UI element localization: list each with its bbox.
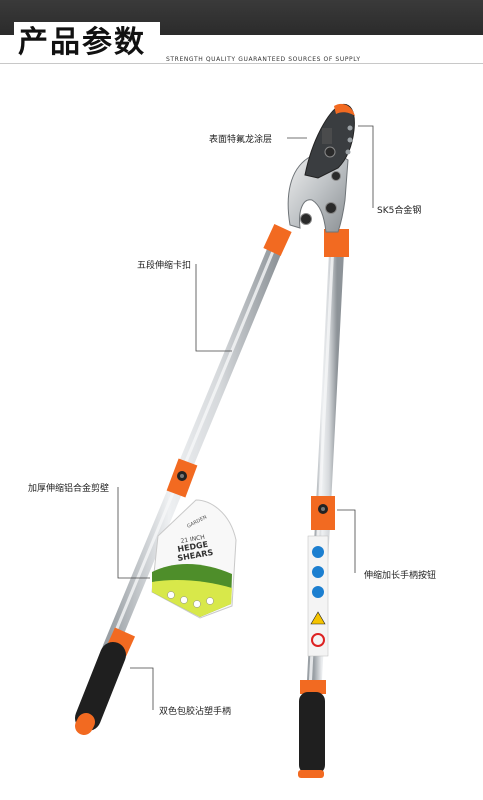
callout-steel: SK5合金钢 [377,206,422,216]
hang-tag: GARDEN 21 INCH HEDGE SHEARS [151,499,237,619]
left-handle [75,224,292,735]
right-grip [299,692,325,774]
right-top-collar [324,229,349,257]
callout-button: 伸缩加长手柄按钮 [364,571,437,581]
left-top-collar [263,224,292,256]
callout-line-lock [195,264,232,352]
callout-coating: 表面特氟龙涂层 [209,135,273,145]
callout-wall: 加厚伸缩铝合金剪壁 [28,484,110,494]
right-handle [298,229,349,778]
callout-line-wall [117,487,150,579]
page-title: 产品参数 [14,22,160,64]
callout-line-steel [358,125,374,208]
blade-head [287,103,355,233]
right-grip-collar [300,680,326,694]
callout-line-button [337,509,356,573]
callout-line-grip [130,667,154,710]
header-divider [0,63,483,64]
callout-lock: 五段伸缩卡扣 [137,261,192,271]
tag-size: 21 INCH [180,534,205,545]
page-subtitle: STRENGTH QUALITY GUARANTEED SOURCES OF S… [166,56,361,63]
left-grip [75,642,126,731]
callout-grip: 双色包胶沾塑手柄 [159,707,232,717]
callout-lines [117,125,374,710]
